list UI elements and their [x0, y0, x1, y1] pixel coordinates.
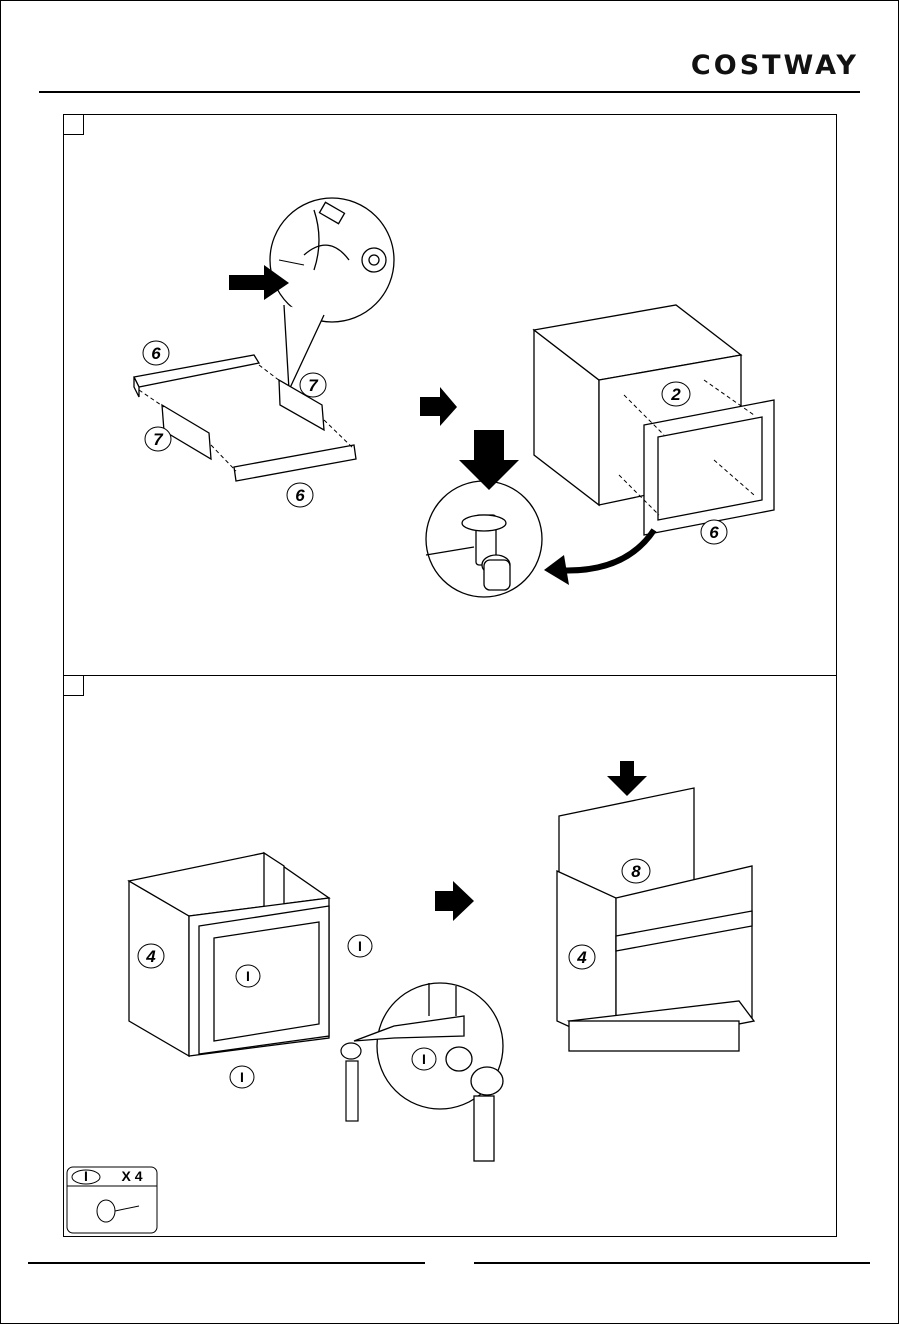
- panel-8-label: 8: [631, 862, 641, 881]
- hardware-i-label-3: I: [240, 1069, 244, 1085]
- part-6-top-label: 6: [151, 344, 161, 363]
- legend-quantity: X 4: [121, 1168, 142, 1184]
- rail-bottom-part: [234, 445, 356, 481]
- part-6-bottom-label: 6: [295, 486, 305, 505]
- side-4-label: 4: [145, 947, 156, 966]
- step-number-box: [64, 676, 84, 696]
- rail-left-end: [162, 405, 211, 459]
- hammer-icon: [341, 1043, 361, 1121]
- next-step-arrow-icon: [435, 881, 474, 921]
- hardware-i-label-4: I: [422, 1051, 426, 1067]
- next-step-arrow-icon: [420, 387, 457, 426]
- hardware-i-label-1: I: [246, 968, 250, 984]
- part-7-right-label: 7: [308, 376, 319, 395]
- furniture-foot-icon: [446, 1047, 472, 1071]
- curved-arrow-icon: [554, 530, 654, 571]
- header-divider: [39, 91, 860, 93]
- part-7-left-label: 7: [153, 430, 164, 449]
- step-panel-2: 4 I I I I: [63, 675, 837, 1237]
- brand-logo: COSTWAY: [691, 50, 859, 81]
- right-side-4-label: 4: [576, 948, 587, 967]
- footer-rule-left: [28, 1262, 425, 1264]
- step-1-illustration: 6 7 7 6 2 6: [64, 115, 836, 675]
- step-2-illustration: 4 I I I I: [64, 676, 836, 1236]
- frame-6-label: 6: [709, 523, 719, 542]
- step-panel-1: 6 7 7 6 2 6: [63, 114, 837, 676]
- insert-down-arrow-icon: [607, 761, 647, 796]
- foot-glide-icon: [97, 1200, 115, 1222]
- hardware-i-label-2: I: [358, 938, 362, 954]
- legend-code: I: [84, 1168, 88, 1184]
- down-arrow-icon: [459, 430, 519, 490]
- footer-rule-right: [474, 1262, 870, 1264]
- part-2-label: 2: [670, 385, 681, 404]
- cam-lock-icon: [362, 248, 386, 272]
- step-number-box: [64, 115, 84, 135]
- hardware-legend: I X 4: [67, 1167, 157, 1233]
- cam-lock-detail-icon: [484, 560, 510, 590]
